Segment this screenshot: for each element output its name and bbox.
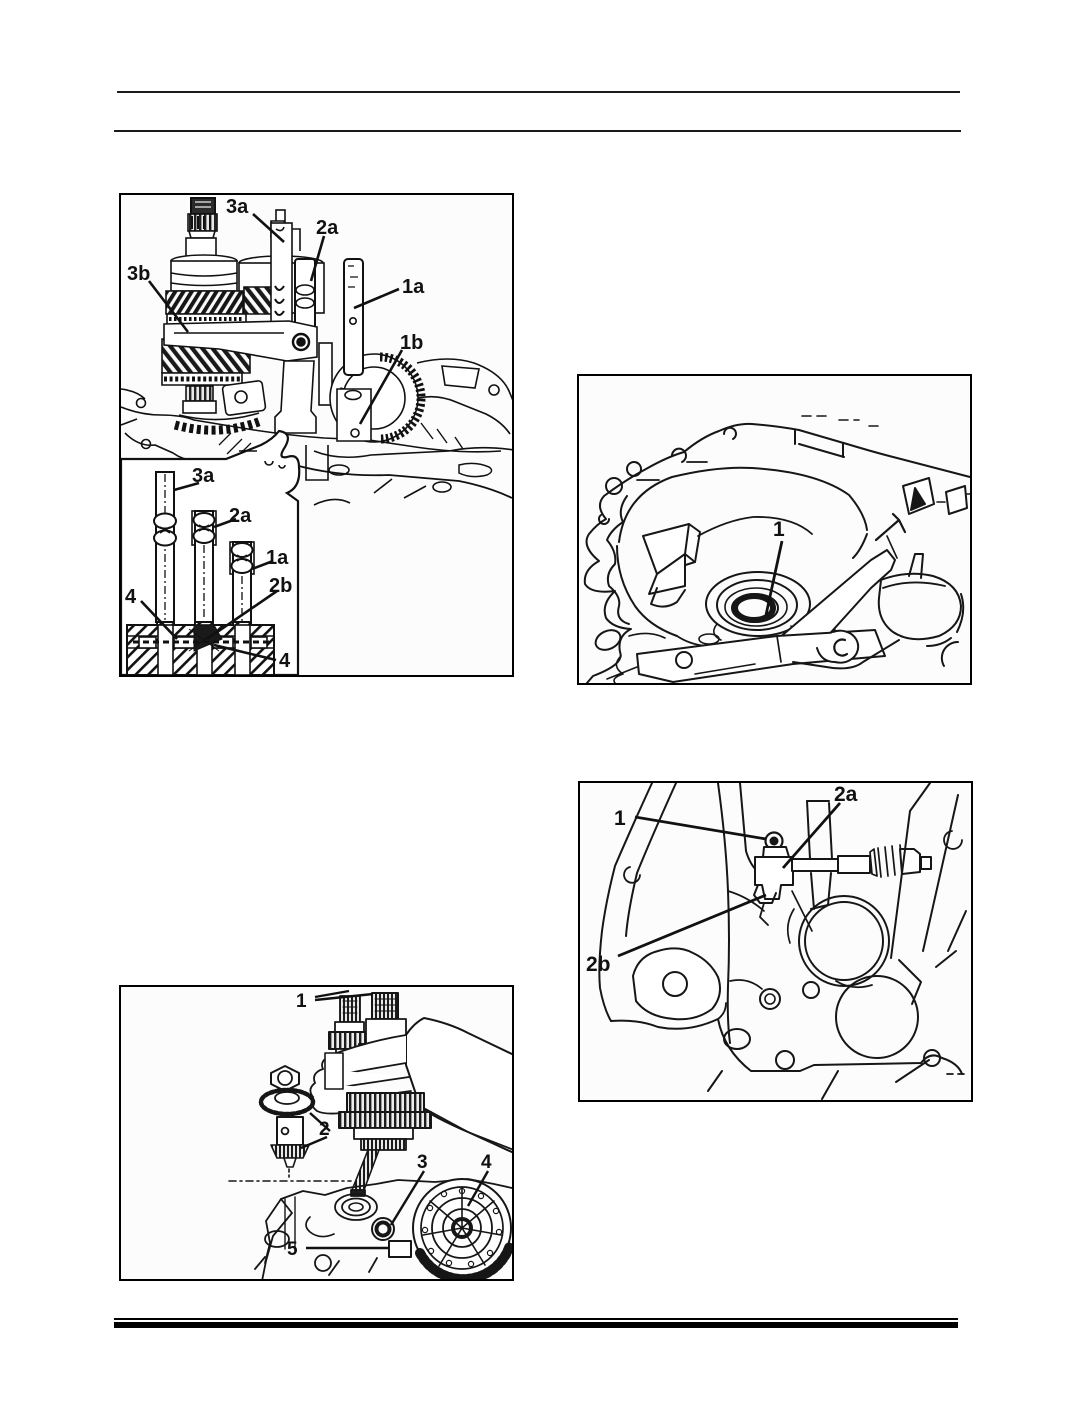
svg-text:1: 1 — [614, 807, 626, 830]
svg-text:2: 2 — [319, 1119, 330, 1140]
svg-text:3b: 3b — [127, 263, 150, 285]
svg-text:2a: 2a — [316, 217, 339, 239]
svg-text:2b: 2b — [269, 575, 292, 597]
svg-text:2a: 2a — [834, 783, 858, 806]
svg-text:1a: 1a — [266, 547, 289, 569]
svg-text:2a: 2a — [229, 505, 252, 527]
svg-text:4: 4 — [279, 650, 291, 672]
svg-text:1a: 1a — [402, 276, 425, 298]
svg-text:3a: 3a — [192, 465, 215, 487]
svg-text:4: 4 — [481, 1152, 492, 1173]
svg-text:5: 5 — [287, 1239, 298, 1260]
svg-text:1: 1 — [296, 991, 307, 1012]
svg-text:4: 4 — [125, 586, 137, 608]
svg-text:1: 1 — [773, 518, 785, 541]
svg-text:1b: 1b — [400, 332, 423, 354]
svg-text:3a: 3a — [226, 196, 249, 218]
svg-text:3: 3 — [417, 1152, 428, 1173]
svg-text:2b: 2b — [586, 953, 611, 976]
